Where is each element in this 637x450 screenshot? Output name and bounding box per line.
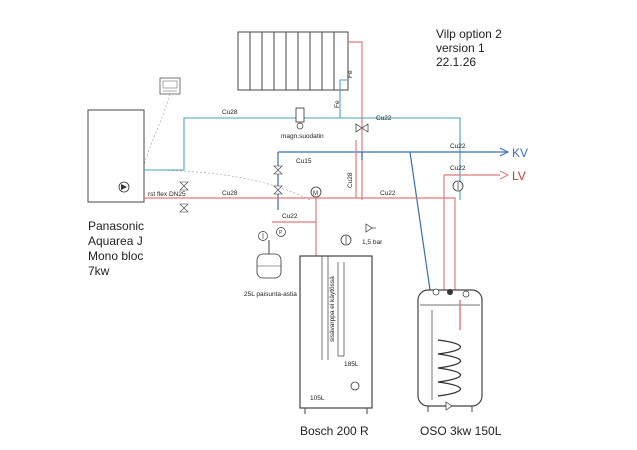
flex-label: rst flex DN25 bbox=[148, 191, 186, 198]
cu22-kv-label: Cu22 bbox=[450, 143, 466, 150]
pressure-gauge-2-icon: P bbox=[276, 227, 286, 237]
valve-hp-lower-icon bbox=[179, 203, 189, 213]
kv-to-oso-pipe bbox=[409, 151, 431, 291]
kv-label: KV bbox=[512, 146, 528, 160]
fe-label-lower: Fe bbox=[334, 100, 341, 108]
valve-cu15-lower-icon bbox=[273, 185, 283, 195]
expansion-tank-icon bbox=[256, 253, 282, 279]
cu28-upper-pipe bbox=[144, 117, 461, 200]
cu28-mid-label: Cu28 bbox=[222, 190, 238, 197]
bosch-volume-upper: 185L bbox=[344, 361, 359, 368]
fe-supply-pipe bbox=[348, 41, 363, 200]
radiator bbox=[237, 31, 349, 91]
pressure-gauge-icon bbox=[258, 231, 268, 241]
oso-name: OSO 3kw 150L bbox=[420, 424, 502, 438]
safety-valve-label: 1,5 bar bbox=[362, 239, 383, 246]
cu22-lower-label: Cu22 bbox=[282, 213, 298, 220]
kv-arrow-icon bbox=[499, 147, 510, 157]
lv-label: LV bbox=[512, 169, 526, 183]
svg-text:M: M bbox=[313, 191, 318, 197]
svg-text:P: P bbox=[279, 230, 283, 236]
cu28-vertical-label: Cu28 bbox=[347, 172, 354, 188]
heat-pump-unit bbox=[87, 109, 145, 203]
circulation-pump-icon bbox=[118, 181, 130, 193]
title-line-1: Vilp option 2 bbox=[436, 27, 502, 41]
heat-pump-name-4: 7kw bbox=[88, 264, 110, 278]
heat-pump-name-1: Panasonic bbox=[88, 219, 144, 233]
valve-cu15-icon bbox=[273, 165, 283, 175]
cu28-top-label: Cu28 bbox=[222, 109, 238, 116]
cu22-bosch-pipe bbox=[272, 221, 317, 256]
thermometer-bosch-icon bbox=[340, 234, 352, 246]
bosch-tank bbox=[299, 255, 373, 414]
expansion-tank-label: 25L paisunta-astia bbox=[244, 291, 297, 298]
cu15-label: Cu15 bbox=[296, 158, 312, 165]
cu22-mid-label: Cu22 bbox=[380, 190, 396, 197]
valve-upper-icon bbox=[355, 123, 369, 133]
thermometer-lv-icon bbox=[452, 180, 464, 192]
thermostat-icon bbox=[159, 77, 181, 95]
magnet-filter-icon bbox=[295, 107, 305, 130]
bosch-note: sisävarppa ei käytössä bbox=[329, 276, 336, 342]
valve-hp-upper-icon bbox=[179, 181, 189, 191]
cu22-top-right-label: Cu22 bbox=[376, 115, 392, 122]
motor-valve-icon: M bbox=[310, 186, 322, 198]
cu22-lv-label: Cu22 bbox=[450, 165, 466, 172]
oso-tank bbox=[417, 288, 483, 412]
lv-arrow-icon bbox=[499, 170, 510, 180]
heat-pump-name-3: Mono bloc bbox=[88, 249, 143, 263]
fe-label-upper: Fe bbox=[347, 70, 354, 78]
title-line-2: version 1 bbox=[436, 41, 485, 55]
magnet-filter-label: magn.suodatin bbox=[281, 133, 324, 140]
bosch-name: Bosch 200 R bbox=[300, 424, 369, 438]
cu22-mid-pipe bbox=[320, 197, 456, 290]
title-line-3: 22.1.26 bbox=[436, 55, 476, 69]
fe-return-pipe bbox=[339, 79, 348, 118]
safety-valve-icon bbox=[365, 223, 376, 233]
bosch-volume-lower: 105L bbox=[310, 395, 325, 402]
heat-pump-name-2: Aquarea J bbox=[88, 234, 143, 248]
